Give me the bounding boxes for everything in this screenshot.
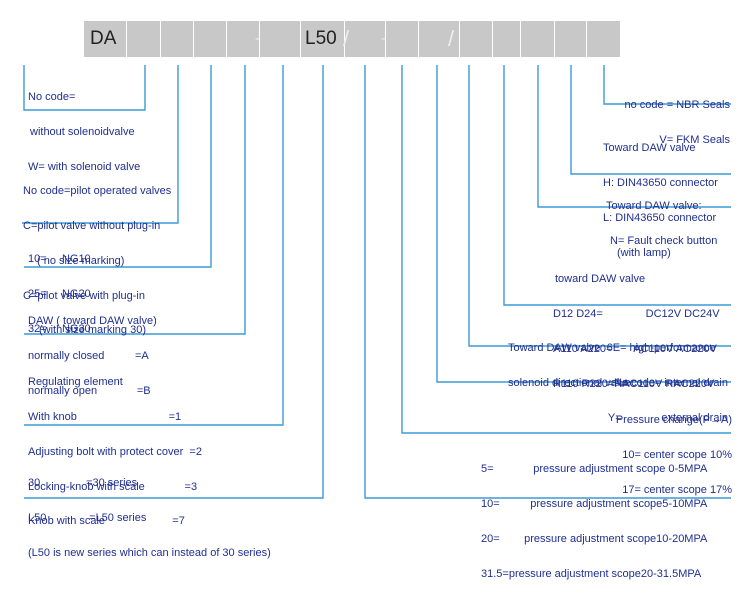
leader-high-perf xyxy=(468,65,731,347)
code-cell-pressure xyxy=(345,21,385,57)
code-cell-voltage xyxy=(493,21,520,57)
note-size: 10= NG10 25= NG20 32= NG30 xyxy=(28,253,91,335)
code-cell-prefix xyxy=(84,21,126,57)
code-cell-pilot xyxy=(161,21,193,57)
leader-voltage xyxy=(503,65,731,306)
code-cell-regulating xyxy=(260,21,300,57)
note-drain: No code= internal drain Y= external drai… xyxy=(607,377,728,424)
code-prefix-label: DA xyxy=(90,28,117,49)
code-slash-2: / xyxy=(448,26,455,51)
note-pilot: No code=pilot operated valves C=pilot va… xyxy=(23,185,172,337)
code-cell-solenoid xyxy=(127,21,160,57)
code-cell-series xyxy=(301,21,344,57)
leader-connector xyxy=(570,65,731,175)
note-pressure-adjust: 5= pressure adjustment scope 0-5MPA 10= … xyxy=(481,463,708,580)
code-cell-drain xyxy=(419,21,459,57)
code-cell-size xyxy=(194,21,226,57)
note-pressure-change: Pressure change(P→A) 10= center scope 10… xyxy=(615,414,732,496)
leader-solenoid xyxy=(23,65,146,111)
leader-regulating xyxy=(24,65,284,426)
code-cell-high-perf xyxy=(460,21,492,57)
code-dash-2: - xyxy=(381,30,386,47)
note-daw: DAW ( toward DAW valve) normally closed … xyxy=(28,315,157,397)
code-cell-seals xyxy=(587,21,620,57)
code-series-label: L50 xyxy=(305,28,337,49)
note-solenoid: No code= without solenoidvalve W= with s… xyxy=(28,91,141,173)
leader-pilot xyxy=(22,65,179,224)
leader-lines xyxy=(22,65,731,499)
note-connector: Toward DAW valve H: DIN43650 connector L… xyxy=(603,142,718,259)
code-dash-1: - xyxy=(255,30,260,47)
note-series: 30 =30 series L50 =L50 series (L50 is ne… xyxy=(28,477,271,559)
leader-daw xyxy=(24,65,246,335)
leader-pressure-adjust xyxy=(364,65,731,499)
code-cell-daw xyxy=(227,21,259,57)
note-voltage: toward DAW valve D12 D24= DC12V DC24V A1… xyxy=(553,273,720,390)
code-cell-fault xyxy=(521,21,554,57)
note-high-perf: Toward DAW valve 6E= high-performance so… xyxy=(508,342,716,389)
leader-size xyxy=(24,65,212,268)
note-fault: Toward DAW valve: N= Fault check button xyxy=(606,200,718,247)
code-cell-pressure-change xyxy=(386,21,418,57)
leader-seals xyxy=(603,65,731,105)
ordering-code-diagram: DA - L50 / - / No code= without solenoid… xyxy=(22,21,732,579)
leader-pressure-change xyxy=(401,65,731,434)
note-seals: no code = NBR Seals V= FKM Seals xyxy=(624,99,730,146)
leader-drain xyxy=(436,65,731,383)
code-slash-1: / xyxy=(343,26,350,51)
leader-fault xyxy=(537,65,731,208)
code-cell-connector xyxy=(555,21,586,57)
leader-series xyxy=(24,65,324,499)
